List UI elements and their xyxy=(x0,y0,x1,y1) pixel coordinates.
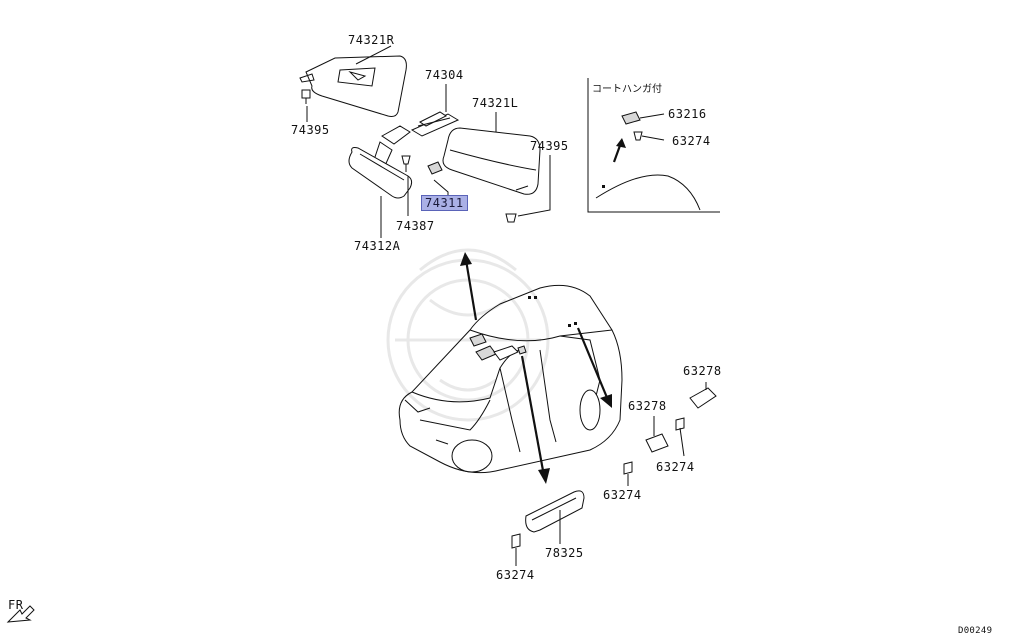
coat-hanger-inset xyxy=(587,78,720,213)
label-63278-b[interactable]: 63278 xyxy=(628,399,667,413)
sun-visor-left xyxy=(442,127,541,195)
car-outline xyxy=(398,284,623,474)
label-63274-inset[interactable]: 63274 xyxy=(672,134,711,148)
rearview-mirror-74312a xyxy=(348,125,413,199)
sun-visor-right xyxy=(299,55,407,117)
arrows xyxy=(460,252,612,484)
label-63216[interactable]: 63216 xyxy=(668,107,707,121)
bracket-74304 xyxy=(410,111,460,137)
label-74395-left[interactable]: 74395 xyxy=(530,139,569,153)
front-direction-arrow xyxy=(6,605,35,623)
label-74321l[interactable]: 74321L xyxy=(472,96,519,110)
label-74312a[interactable]: 74312A xyxy=(354,239,401,253)
assist-grip-78325 xyxy=(511,490,585,566)
label-74387[interactable]: 74387 xyxy=(396,219,435,233)
inset-caption: コートハンガ付 xyxy=(592,84,662,95)
direction-label: FR xyxy=(8,598,24,612)
label-74304[interactable]: 74304 xyxy=(425,68,464,82)
label-63274-c[interactable]: 63274 xyxy=(496,568,535,582)
screw-74395-left xyxy=(505,213,517,223)
clip-74311 xyxy=(427,161,443,175)
label-74395-right[interactable]: 74395 xyxy=(291,123,330,137)
label-63278-a[interactable]: 63278 xyxy=(683,364,722,378)
screw-74387 xyxy=(401,155,411,172)
label-63274-b[interactable]: 63274 xyxy=(603,488,642,502)
diagram-code: D00249 xyxy=(958,626,993,636)
room-lamps xyxy=(623,382,717,486)
label-74321r[interactable]: 74321R xyxy=(348,33,395,47)
label-78325[interactable]: 78325 xyxy=(545,546,584,560)
label-74311-highlighted[interactable]: 74311 xyxy=(421,195,468,211)
label-63274-a[interactable]: 63274 xyxy=(656,460,695,474)
screw-74395-right xyxy=(301,89,311,104)
